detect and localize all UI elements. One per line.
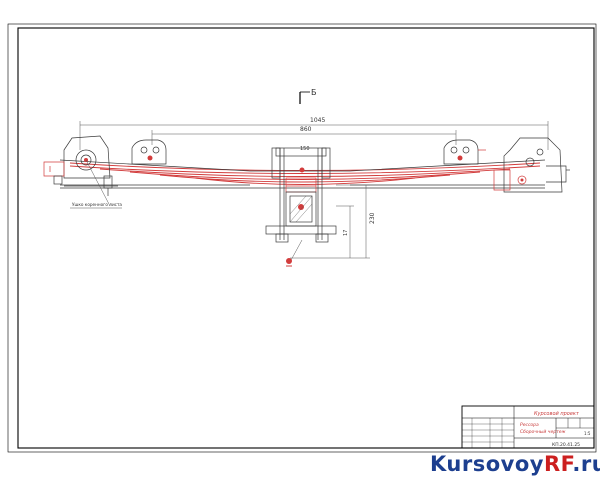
leader-callout: Ушко коренного листа	[70, 159, 122, 209]
section-cut-line	[286, 239, 336, 267]
watermark-main: Kursovoy	[430, 452, 544, 476]
sheet-inner-frame	[17, 27, 595, 449]
left-shackle	[131, 139, 167, 165]
leader-callout-text: Ушко коренного листа	[72, 202, 122, 207]
site-watermark: KursovoyRF.ru	[430, 452, 600, 476]
dimension-inner-label: 860	[300, 126, 312, 133]
dimension-small-label: 150	[300, 146, 310, 152]
dimension-overall-label: 1045	[310, 117, 325, 124]
dimension-height	[336, 184, 370, 259]
title-block	[461, 405, 595, 449]
dimension-height-label: 230	[369, 212, 376, 224]
section-mark: Б	[299, 88, 317, 104]
watermark-accent: RF	[543, 452, 573, 476]
sheet-outer-frame	[7, 23, 597, 453]
title-block-name-line1: Рессора	[520, 422, 539, 428]
dimension-inner	[151, 130, 457, 145]
section-mark-label: Б	[311, 88, 317, 97]
right-rear-bracket	[493, 137, 570, 193]
dimension-vertical-small	[336, 205, 354, 258]
dimension-vertical-small-label: 17	[343, 230, 349, 236]
left-front-bracket	[43, 135, 118, 196]
title-block-header: Курсовой проект	[534, 411, 580, 417]
title-block-name-line2: Сборочный чертеж	[520, 429, 566, 435]
title-block-code: КП.20.41.25	[552, 442, 580, 448]
spring-leaves	[69, 162, 541, 185]
dimension-overall	[79, 121, 549, 150]
right-shackle	[443, 139, 486, 165]
title-block-scale: 1:5	[584, 431, 591, 436]
watermark-suffix: .ru	[572, 452, 600, 476]
center-clamp	[265, 147, 337, 243]
